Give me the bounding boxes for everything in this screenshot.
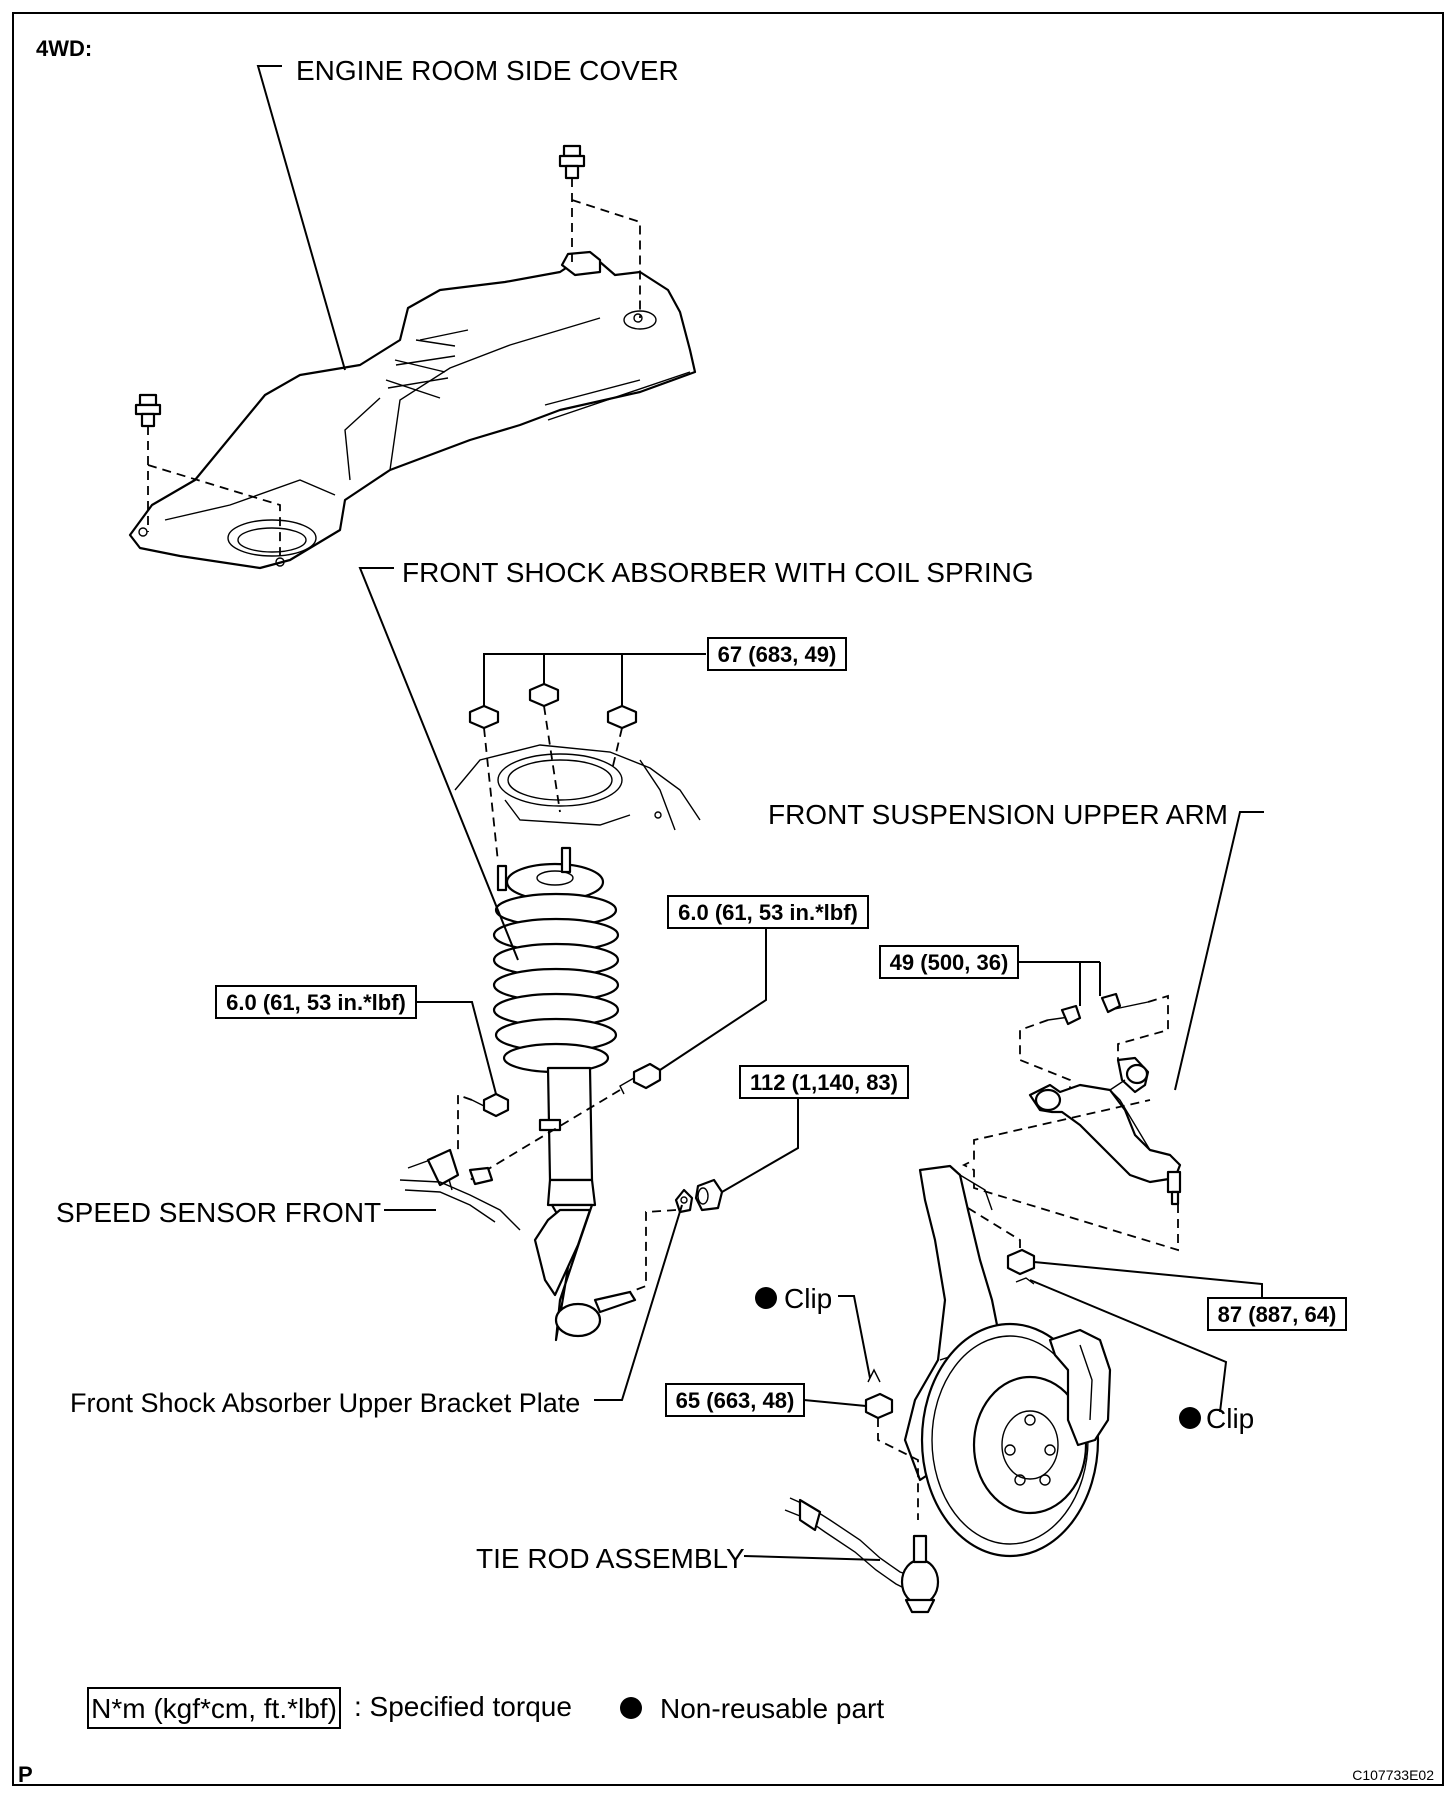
- brake-disc: [920, 1322, 1100, 1558]
- legend-torque-box: [87, 1687, 341, 1729]
- nonreusable-dot-clip-left: [755, 1287, 777, 1309]
- label-upper-bracket-plate: Front Shock Absorber Upper Bracket Plate: [70, 1388, 580, 1418]
- cover-bolt-left: [134, 393, 162, 428]
- torque-strut-lower-bolt: 112 (1,140, 83): [750, 1070, 898, 1095]
- label-front-suspension-upper-arm: FRONT SUSPENSION UPPER ARM: [768, 799, 1228, 830]
- torque-tie-rod-nut: 65 (663, 48): [676, 1388, 795, 1413]
- legend-torque-unit: N*m (kgf*cm, ft.*lbf): [91, 1693, 337, 1724]
- torque-box-sensor-left: 6.0 (61, 53 in.*lbf): [215, 985, 417, 1019]
- shock-absorber-coil-spring: [492, 846, 637, 1342]
- upper-arm-bolts: [1047, 992, 1149, 1026]
- label-front-shock-absorber: FRONT SHOCK ABSORBER WITH COIL SPRING: [402, 557, 1034, 588]
- strut-top-nuts: [468, 682, 638, 730]
- sensor-bolt-left: [471, 1092, 510, 1118]
- torque-ball-joint-nut: 87 (887, 64): [1218, 1302, 1337, 1327]
- label-clip-left: Clip: [784, 1283, 832, 1314]
- label-tie-rod-assembly: TIE ROD ASSEMBLY: [476, 1543, 745, 1574]
- label-clip-right: Clip: [1206, 1403, 1254, 1434]
- figure-code: C107733E02: [1352, 1767, 1434, 1783]
- leader-bracket-plate: [594, 1204, 683, 1401]
- leader-torque-arm-bolts: [1018, 961, 1101, 1006]
- leader-shock: [358, 567, 519, 961]
- leader-torque-tie-nut: [803, 1399, 867, 1407]
- ball-joint-nut: [1006, 1248, 1036, 1285]
- torque-upper-arm-bolts: 49 (500, 36): [890, 950, 1009, 975]
- strut-tower: [454, 744, 701, 831]
- torque-strut-top-nuts: 67 (683, 49): [718, 642, 837, 667]
- speed-sensor-front: [399, 1148, 521, 1231]
- leader-clip-left: [838, 1295, 871, 1379]
- nonreusable-dot-clip-right: [1179, 1407, 1201, 1429]
- leader-tie-rod: [743, 1555, 881, 1561]
- leader-torque-sensor-left: [416, 1001, 497, 1095]
- torque-box-tie-nut: 65 (663, 48): [665, 1383, 805, 1417]
- torque-box-arm-bolts: 49 (500, 36): [879, 945, 1019, 979]
- torque-box-lower-bolt: 112 (1,140, 83): [739, 1065, 909, 1099]
- leader-torque-sensor-right: [659, 928, 767, 1071]
- figure-frame: [12, 12, 1444, 1786]
- torque-box-ball-nut: 87 (887, 64): [1207, 1297, 1347, 1331]
- torque-sensor-bracket-left: 6.0 (61, 53 in.*lbf): [226, 990, 406, 1015]
- label-speed-sensor-front: SPEED SENSOR FRONT: [56, 1197, 381, 1228]
- leader-torque-top-nuts: [483, 653, 706, 706]
- legend: N*m (kgf*cm, ft.*lbf) : Specified torque…: [87, 1687, 884, 1729]
- torque-sensor-bracket-right: 6.0 (61, 53 in.*lbf): [678, 900, 858, 925]
- leader-upper-arm: [1174, 811, 1264, 1091]
- legend-nonreusable-desc: Non-reusable part: [660, 1693, 884, 1724]
- label-engine-room-side-cover: ENGINE ROOM SIDE COVER: [296, 55, 679, 86]
- engine-room-side-cover: [128, 250, 697, 570]
- variant-label: 4WD:: [36, 36, 92, 61]
- brake-caliper: [1048, 1328, 1112, 1447]
- torque-box-strut-top: 67 (683, 49): [707, 637, 847, 671]
- cover-bolt-top: [558, 144, 586, 180]
- front-suspension-upper-arm: [1028, 1056, 1182, 1206]
- upper-bracket-plate: [674, 1188, 694, 1214]
- leader-torque-lower-bolt: [721, 1098, 799, 1193]
- sensor-bolt-right: [619, 1062, 662, 1095]
- legend-nonreusable-dot: [620, 1697, 642, 1719]
- legend-torque-desc: : Specified torque: [354, 1691, 572, 1722]
- leader-clip-right: [1029, 1279, 1228, 1413]
- tie-rod-assembly: [784, 1497, 940, 1614]
- strut-lower-bolt-nut: [694, 1178, 724, 1212]
- corner-mark: P: [18, 1762, 33, 1787]
- leader-cover: [256, 65, 346, 371]
- leader-torque-ball-nut: [1033, 1261, 1263, 1298]
- torque-box-sensor-right: 6.0 (61, 53 in.*lbf): [667, 895, 869, 929]
